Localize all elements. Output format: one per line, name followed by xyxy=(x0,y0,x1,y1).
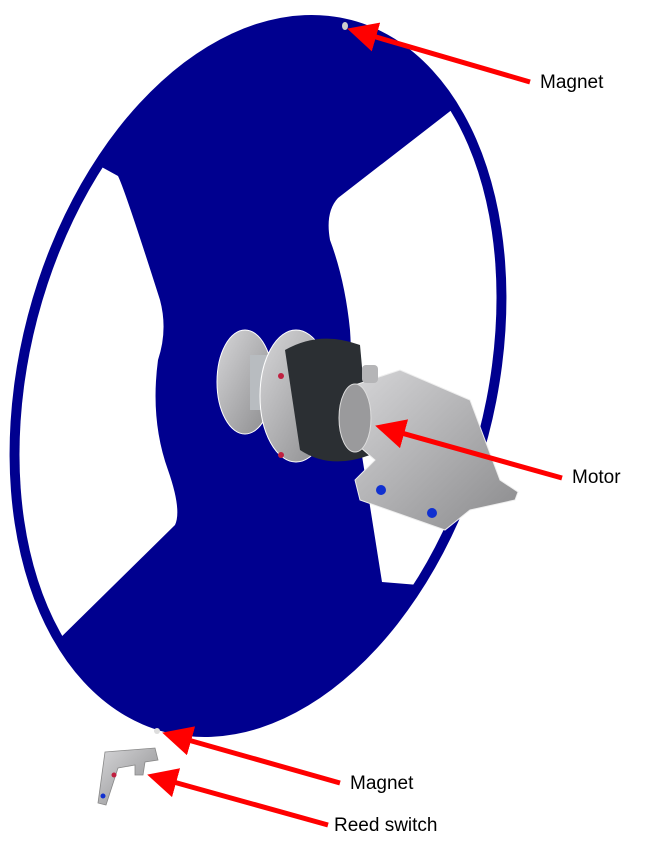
label-magnet-bottom: Magnet xyxy=(350,773,414,794)
motor-assembly xyxy=(216,329,519,531)
arrow-magnet-bottom xyxy=(162,726,341,786)
magnet-bottom xyxy=(154,728,160,734)
arrow-magnet-top xyxy=(347,22,531,85)
label-motor: Motor xyxy=(572,467,621,488)
label-reed-switch: Reed switch xyxy=(334,815,438,836)
bolt-icon xyxy=(427,508,437,518)
magnet-top xyxy=(342,22,348,30)
label-magnet-top: Magnet xyxy=(540,72,604,93)
callout-arrows xyxy=(147,22,563,828)
reed-switch-bracket xyxy=(97,747,159,806)
bolt-icon xyxy=(376,485,386,495)
arrow-reed-switch xyxy=(147,768,329,828)
arrow-motor xyxy=(375,419,563,481)
